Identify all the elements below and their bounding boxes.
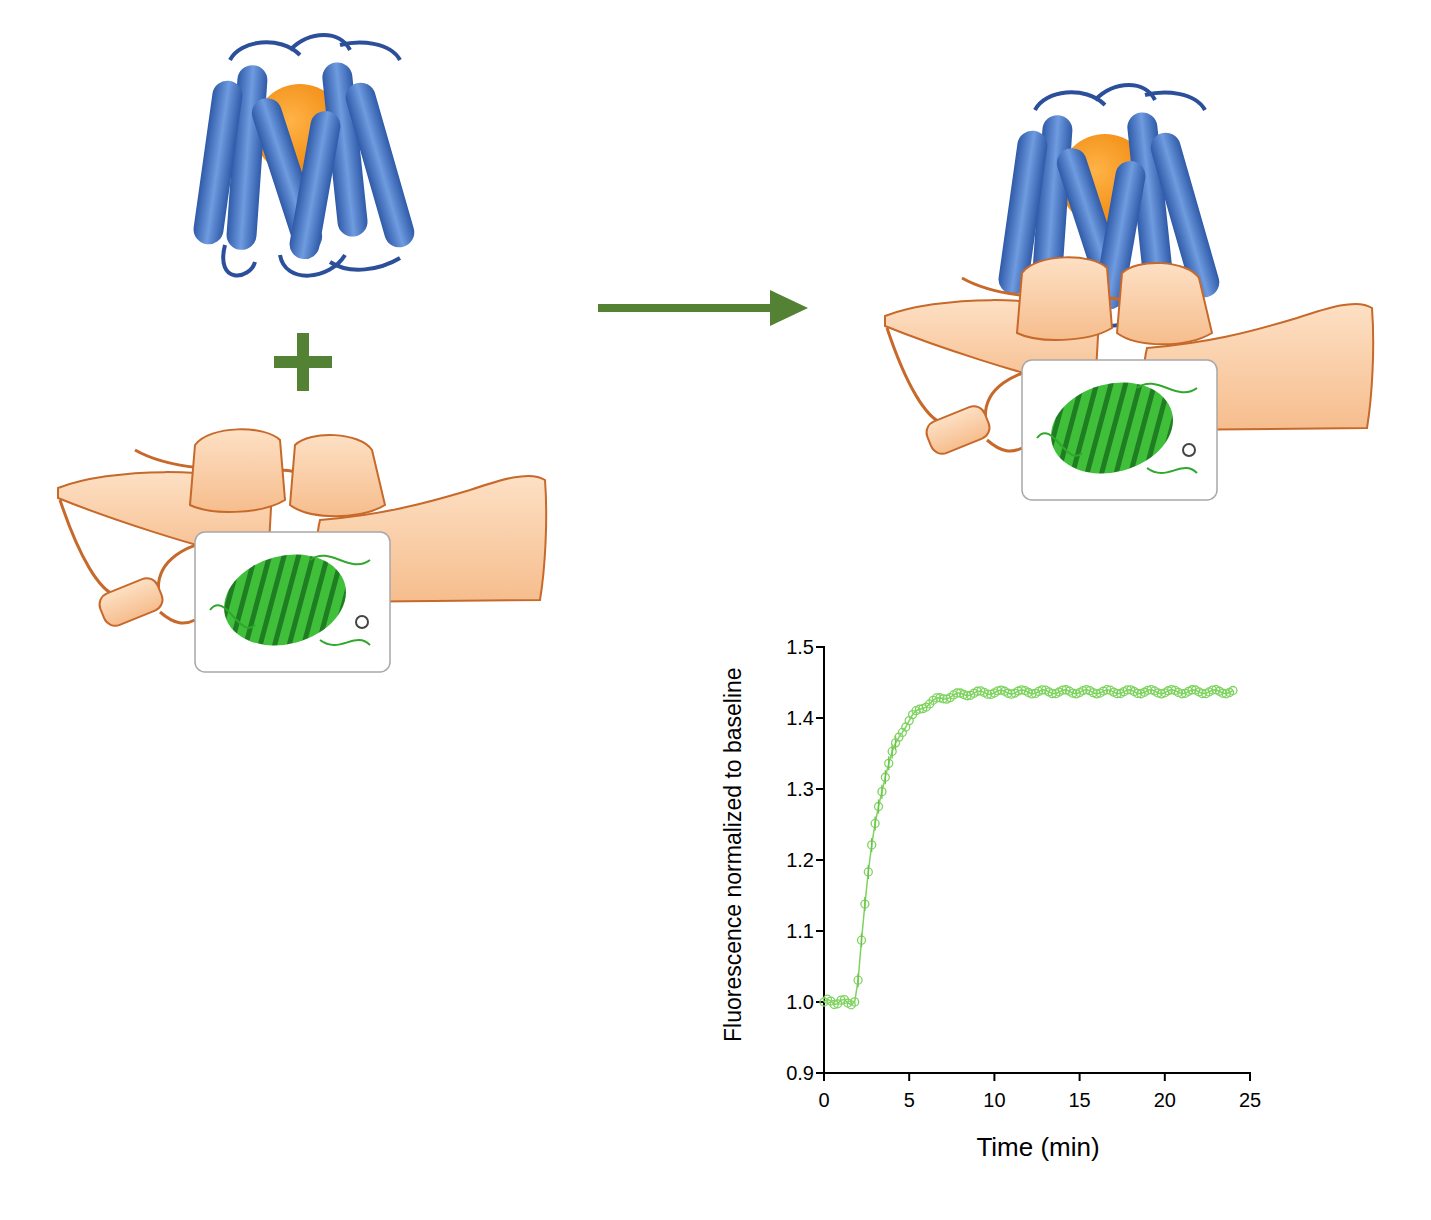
axis-title: Time (min) (976, 1133, 1099, 1162)
tick-label: 1.4 (786, 707, 814, 729)
gprotein-right (885, 257, 1373, 500)
tick-label: 10 (983, 1089, 1005, 1111)
reaction-arrowhead (770, 290, 808, 326)
tick-label: 0 (818, 1089, 829, 1111)
tick-label: 5 (904, 1089, 915, 1111)
tick-label: 1.3 (786, 778, 814, 800)
gprotein-left (58, 429, 546, 672)
chart-axes (823, 646, 1251, 1074)
tick-label: 1.5 (786, 636, 814, 658)
tick-label: 1.1 (786, 920, 814, 942)
tick-label: 25 (1239, 1089, 1261, 1111)
tick-label: 1.0 (786, 991, 814, 1013)
tick-label: 20 (1154, 1089, 1176, 1111)
tick-label: 0.9 (786, 1062, 814, 1084)
reaction-arrow (598, 304, 775, 312)
tick-label: 1.2 (786, 849, 814, 871)
axis-title: Fluorescence normalized to baseline (720, 668, 745, 1043)
receptor-left (192, 35, 418, 276)
axis-ticks (816, 647, 1250, 1081)
plus-sign (297, 333, 309, 391)
tick-label: 15 (1068, 1089, 1090, 1111)
data-curve (820, 686, 1237, 1009)
